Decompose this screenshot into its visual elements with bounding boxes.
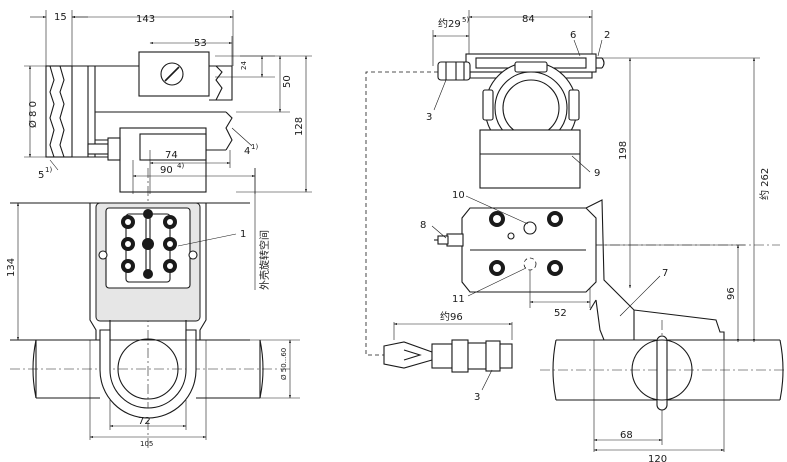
dim-90-note: 4) — [177, 162, 184, 170]
right-pipe — [540, 320, 785, 420]
dim-approx-96: 约96 — [440, 310, 463, 323]
left-74-90-dimensions — [132, 150, 256, 290]
label-4-note: 1) — [251, 143, 258, 151]
label-7: 7 — [662, 268, 668, 279]
label-2: 2 — [604, 30, 610, 41]
housing-body — [45, 51, 233, 193]
right-view: 约29 5) 84 198 约 262 96 52 约96 120 68 2 3… — [365, 10, 785, 462]
right-housing — [437, 53, 605, 189]
dim-198: 198 — [618, 141, 629, 160]
label-3-top: 3 — [426, 112, 432, 123]
left-leaders — [49, 127, 253, 247]
dim-52: 52 — [554, 308, 567, 319]
dim-pipe-diameter: Ø 50...60 — [280, 348, 288, 380]
left-pipe-dimension — [186, 339, 300, 399]
left-top-dimensions — [30, 10, 234, 100]
dim-50: 50 — [282, 75, 293, 88]
dim-68: 68 — [620, 430, 633, 441]
dim-diameter-80: Ø 8 0 — [27, 101, 39, 128]
left-pipe-ubolt — [10, 329, 290, 419]
dim-74: 74 — [165, 150, 178, 161]
left-bottom-dimensions — [89, 340, 207, 440]
label-5: 5 — [38, 170, 44, 181]
label-3-bottom: 3 — [474, 392, 480, 403]
dim-143: 143 — [136, 14, 155, 25]
dim-134: 134 — [6, 258, 17, 277]
housing-rotation-space-label: 外壳旋转空间 — [258, 230, 271, 290]
left-right-dimensions — [215, 55, 312, 193]
dim-90: 90 — [160, 165, 173, 176]
label-10: 10 — [452, 190, 465, 201]
label-5-note: 1) — [45, 166, 52, 174]
right-bottom-dimensions — [593, 340, 725, 452]
dim-105: 105 — [140, 440, 153, 448]
dim-72: 72 — [138, 416, 151, 427]
left-flange-block — [98, 207, 198, 289]
label-9: 9 — [594, 168, 600, 179]
dim-120: 120 — [648, 454, 667, 462]
label-8: 8 — [420, 220, 426, 231]
dim-approx-29: 约29 — [438, 17, 461, 30]
right-52-dimension — [529, 270, 591, 308]
right-top-dimensions — [432, 10, 593, 66]
left-134-dimension — [10, 202, 24, 341]
dim-84: 84 — [522, 14, 535, 25]
dim-24: 24 — [240, 61, 248, 70]
dim-53: 53 — [194, 38, 207, 49]
label-4: 4 — [244, 146, 250, 157]
label-11: 11 — [452, 294, 465, 305]
left-view: 15 143 53 24 50 128 Ø 8 0 74 90 4) 134 7… — [6, 10, 312, 450]
right-flange-block — [434, 207, 597, 293]
cable-routing-path — [365, 71, 438, 356]
dim-15: 15 — [54, 12, 67, 23]
right-mounting-bracket — [585, 199, 725, 341]
dim-128: 128 — [294, 117, 305, 136]
right-leaders — [431, 39, 661, 391]
label-1: 1 — [240, 229, 246, 240]
dim-approx-29-note: 5) — [462, 16, 469, 24]
right-lower-gland — [383, 322, 513, 373]
label-6: 6 — [570, 30, 576, 41]
dim-96-vertical: 96 — [726, 287, 737, 300]
dim-approx-262: 约 262 — [758, 168, 771, 200]
